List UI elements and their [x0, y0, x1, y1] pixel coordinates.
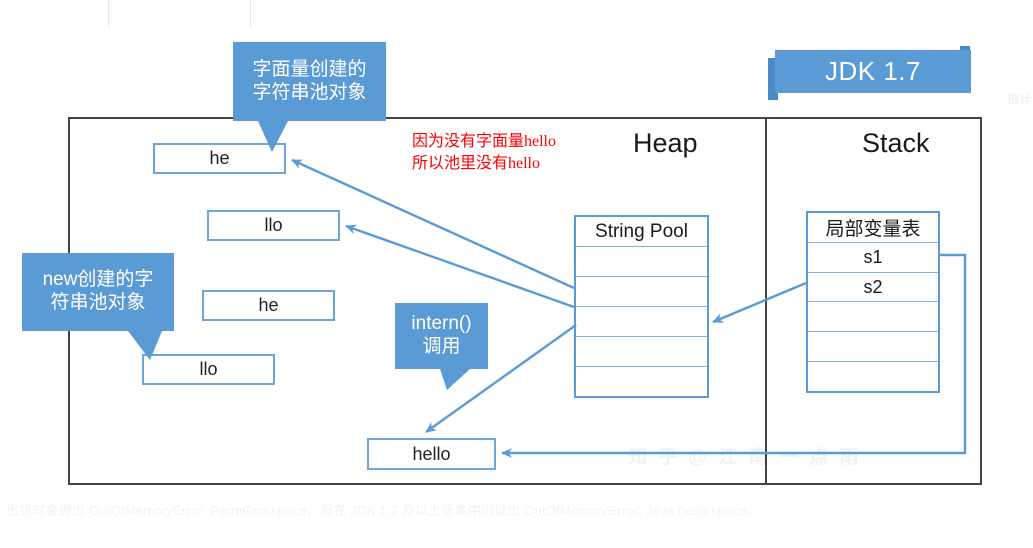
- callout-new-pool-object: new创建的字 符串池对象: [22, 253, 174, 331]
- callout-new-line1: new创建的字: [42, 269, 154, 291]
- heap-region-title: Heap: [633, 128, 698, 158]
- red-annotation: 因为没有字面量hello 所以池里没有hello: [412, 131, 556, 174]
- faint-bottom-text: 出错时会抛出 OutOfMemoryError: PermGen space，而…: [6, 503, 761, 518]
- local-variable-row-5: [808, 362, 938, 391]
- local-variable-row-s2: s2: [808, 273, 938, 303]
- page-artifact-line-left: [108, 0, 109, 28]
- callout-literal-line1: 字面量创建的: [252, 58, 367, 80]
- local-variable-row-4: [808, 332, 938, 363]
- callout-intern-line2: 调用: [422, 336, 461, 357]
- heap-object-llo-1: llo: [207, 210, 340, 241]
- string-pool-row-4: [576, 337, 707, 367]
- callout-intern-line1: intern(): [411, 313, 472, 335]
- local-variable-table: 局部变量表 s1 s2: [806, 211, 940, 393]
- stack-region-title: Stack: [862, 128, 930, 158]
- jdk-version-badge: JDK 1.7: [775, 50, 971, 93]
- string-pool-row-3: [576, 307, 707, 337]
- string-pool-header: String Pool: [576, 217, 707, 247]
- callout-literal-pool-object: 字面量创建的 字符串池对象: [233, 42, 386, 121]
- callout-new-line2: 符串池对象: [50, 292, 146, 313]
- red-annotation-line1: 因为没有字面量hello: [412, 133, 556, 150]
- red-annotation-line2: 所以池里没有hello: [412, 154, 540, 172]
- page-artifact-line-right: [250, 0, 251, 28]
- heap-object-he-2: he: [202, 290, 335, 321]
- string-pool-row-2: [576, 277, 707, 307]
- callout-intern-call: intern() 调用: [395, 303, 488, 369]
- heap-object-llo-2: llo: [142, 354, 275, 385]
- local-variable-table-header: 局部变量表: [808, 213, 938, 243]
- local-variable-row-s1: s1: [808, 243, 938, 273]
- local-variable-row-3: [808, 302, 938, 333]
- faint-right-text: 指针: [1006, 92, 1031, 106]
- heap-object-he-1: he: [153, 143, 286, 174]
- string-pool-row-1: [576, 247, 707, 277]
- callout-literal-line2: 字符串池对象: [252, 81, 367, 103]
- heap-stack-divider: [765, 117, 767, 485]
- string-pool-row-5: [576, 367, 707, 396]
- ribbon-tab-left: [768, 58, 778, 100]
- heap-object-hello: hello: [367, 438, 496, 470]
- string-pool-table: String Pool: [574, 215, 709, 398]
